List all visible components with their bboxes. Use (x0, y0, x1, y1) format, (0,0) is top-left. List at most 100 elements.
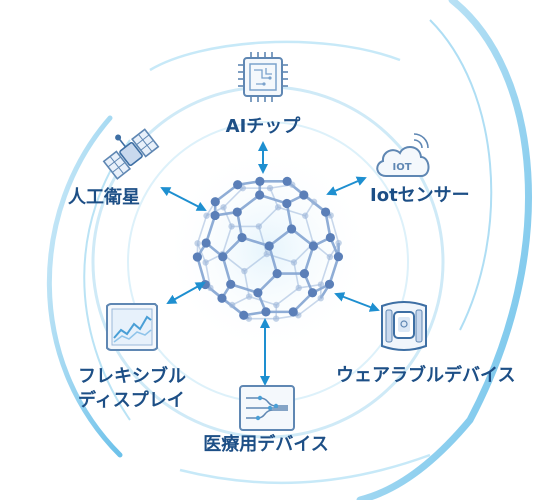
molecule-atom (282, 198, 292, 209)
molecule-atom (255, 176, 265, 186)
molecule-atom (217, 293, 227, 303)
molecule-atom (287, 224, 297, 234)
molecule-atom (194, 240, 201, 247)
arrow-satellite (160, 187, 207, 211)
molecule-bond (221, 226, 233, 255)
molecule-bond (236, 193, 261, 214)
molecule-atom (335, 239, 342, 247)
molecule-bond (243, 253, 268, 272)
molecule-bond (241, 236, 270, 248)
bottom-swoosh (179, 453, 431, 485)
molecule-atom (203, 212, 210, 219)
molecule-atom (326, 253, 334, 261)
molecule-bond (214, 183, 239, 203)
molecule-atom (317, 295, 324, 302)
molecule-atom (290, 259, 298, 266)
molecule-atom (241, 267, 248, 275)
molecule-bond (196, 242, 207, 263)
molecule-atom (253, 288, 263, 298)
molecule-bond (297, 297, 322, 316)
molecule-atom (308, 241, 318, 251)
molecule-bond (196, 256, 207, 285)
molecule-atom (307, 288, 318, 298)
label-medical: 医療用デバイス (203, 433, 328, 455)
molecule-atom (264, 241, 274, 251)
molecule-bond (267, 245, 279, 274)
molecule-bond (222, 187, 244, 208)
molecule-atom (320, 207, 331, 217)
label-iot-sensor: Iotセンサー (370, 185, 470, 206)
molecule-atom (255, 223, 263, 230)
background-swooshes (46, 0, 532, 500)
molecule-atom (226, 279, 236, 289)
cpu-chip-icon (238, 52, 288, 102)
molecule-bond (290, 227, 315, 248)
molecule-atom (210, 210, 220, 221)
right-swoosh-outer (356, 0, 532, 500)
molecule-bond (204, 215, 217, 244)
molecule-atom (310, 198, 318, 205)
molecule-atom (220, 204, 227, 211)
molecule-bond (329, 215, 340, 244)
top-swoosh (149, 40, 401, 72)
label-wearable: ウェアラブルデバイス (336, 364, 515, 386)
molecule-atom (210, 197, 220, 207)
molecule-bond (293, 262, 300, 289)
molecule-atom (218, 252, 228, 262)
molecule-atom (245, 293, 253, 300)
molecule-bond (243, 270, 250, 297)
molecule-atom (237, 232, 247, 243)
molecule-atom (263, 250, 270, 258)
arrow-iot-sensor (326, 176, 367, 196)
molecule-bond (320, 256, 331, 285)
molecule-atom (192, 252, 202, 262)
molecule-atom (299, 268, 310, 279)
left-swoosh-inner (83, 139, 131, 421)
molecule-atom (202, 259, 209, 266)
molecule-bond (221, 256, 232, 285)
molecule-atom (295, 284, 302, 292)
molecule-atom (266, 184, 274, 192)
molecule-atom (325, 232, 335, 243)
molecule-atom (282, 176, 292, 186)
molecule-atom (324, 279, 335, 289)
molecule-atom (288, 307, 298, 317)
arrow-flexible-display (166, 282, 206, 304)
arrow-wearable (334, 292, 380, 312)
molecule-bond (258, 226, 268, 255)
label-ai-chip: AIチップ (226, 115, 302, 137)
left-swoosh-outer (46, 115, 123, 458)
molecule-atom (228, 301, 236, 309)
molecule-bond (258, 206, 279, 227)
label-flexible-display-line2: ディスプレイ (78, 389, 185, 411)
molecule-atom (272, 315, 280, 322)
flexible-display-icon (106, 303, 158, 351)
molecule-atom (261, 307, 271, 317)
molecule-atom (272, 268, 282, 279)
cloud-iot-icon: IOT (376, 133, 430, 177)
molecule-atom (201, 238, 211, 248)
molecule-bond (196, 215, 208, 244)
label-satellite: 人工衛星 (68, 186, 140, 208)
molecule-bond (304, 215, 314, 244)
molecule-bond (259, 193, 288, 205)
molecule-bond (328, 256, 340, 285)
smartwatch-icon (381, 301, 427, 351)
molecule-atom (273, 301, 280, 309)
molecule-atom (228, 223, 235, 230)
molecule-atom (239, 310, 249, 320)
molecule-atom (274, 204, 282, 211)
molecule-atom (299, 190, 309, 200)
molecule-atom (232, 207, 242, 217)
molecule-bond (269, 187, 279, 208)
molecule-bond (222, 206, 233, 227)
molecule-bond (248, 295, 277, 306)
molecule-atom (317, 281, 325, 288)
molecule-bond (230, 283, 259, 294)
molecule-bond (277, 206, 306, 217)
molecule-bond (268, 227, 293, 248)
label-flexible-display-line1: フレキシブル (78, 365, 186, 387)
satellite-icon (102, 128, 160, 180)
